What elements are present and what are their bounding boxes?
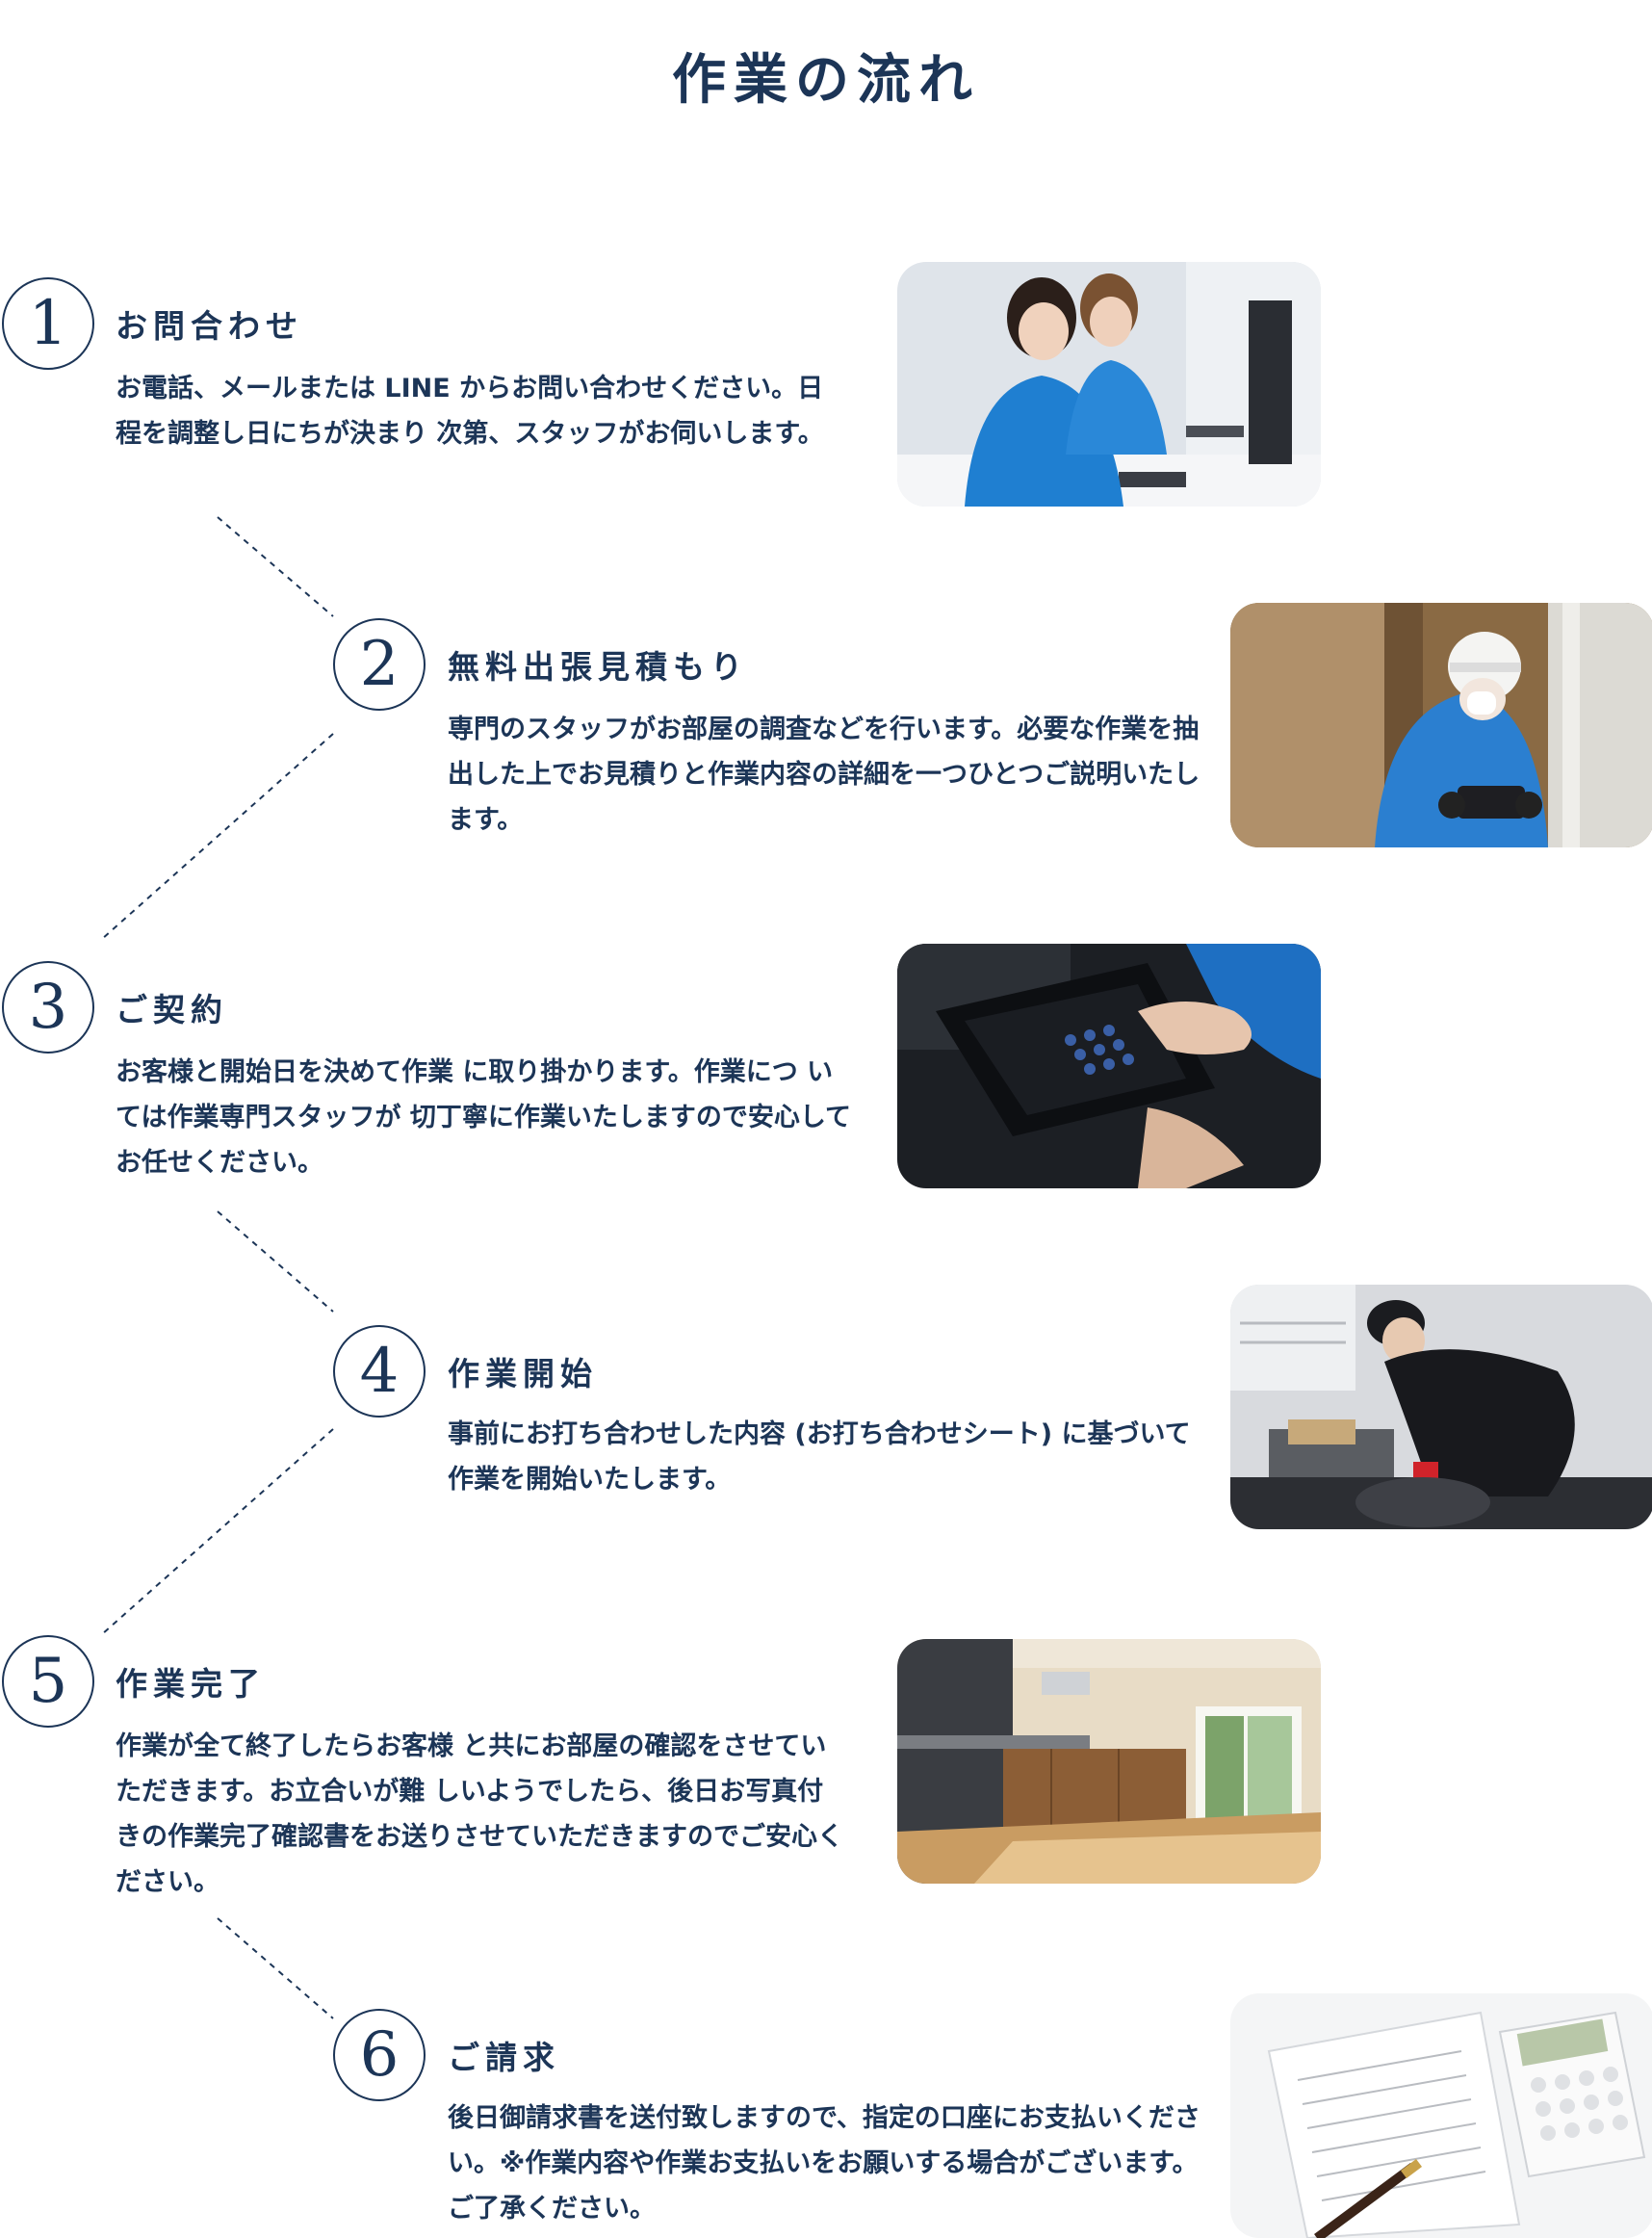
calculator-photo	[897, 944, 1321, 1188]
step-description-6: 後日御請求書を送付致しますので、指定の口座にお支払いください。※作業内容や作業お…	[448, 2103, 1200, 2224]
step-description-3: お客様と開始日を決めて作業 に取り掛かります。作業につ いては作業専門スタッフが…	[116, 1057, 852, 1178]
connector-4-5	[101, 1428, 334, 1635]
step-description-2: 専門のスタッフがお部屋の調査などを行います。必要な作業を抽出した上でお見積りと作…	[448, 715, 1200, 835]
call-center-staff-photo	[897, 262, 1321, 507]
step-title-4: 作業開始	[448, 1355, 598, 1392]
step-number-1: 1	[2, 277, 94, 370]
connector-2-3	[101, 733, 334, 940]
work-start-photo	[1230, 1285, 1652, 1529]
empty-room-photo	[897, 1639, 1321, 1884]
step-title-6: ご請求	[448, 2039, 560, 2076]
step-number-5: 5	[2, 1635, 94, 1728]
connector-5-6	[217, 1917, 334, 2019]
step-description-5: 作業が全て終了したらお客様 と共にお部屋の確認をさせていただきます。お立合いが難…	[116, 1731, 843, 1897]
invoice-calculator-photo	[1230, 1993, 1652, 2238]
step-number-3: 3	[2, 961, 94, 1054]
step-title-5: 作業完了	[116, 1665, 266, 1703]
step-title-1: お問合わせ	[116, 307, 303, 345]
step-description-4: 事前にお打ち合わせした内容 (お打ち合わせシート) に基づいて作業を開始いたしま…	[448, 1419, 1191, 1495]
step-description-1: お電話、メールまたは LINE からお問い合わせください。日程を調整し日にちが決…	[116, 374, 824, 449]
step-number-2: 2	[333, 618, 426, 711]
step-number-6: 6	[333, 2009, 426, 2101]
connector-1-2	[217, 516, 334, 617]
staff-inspection-photo	[1230, 603, 1652, 847]
connector-3-4	[217, 1210, 334, 1313]
page-title: 作業の流れ	[672, 48, 980, 112]
step-number-4: 4	[333, 1325, 426, 1418]
step-title-3: ご契約	[116, 991, 228, 1028]
step-title-2: 無料出張見積もり	[448, 648, 748, 686]
